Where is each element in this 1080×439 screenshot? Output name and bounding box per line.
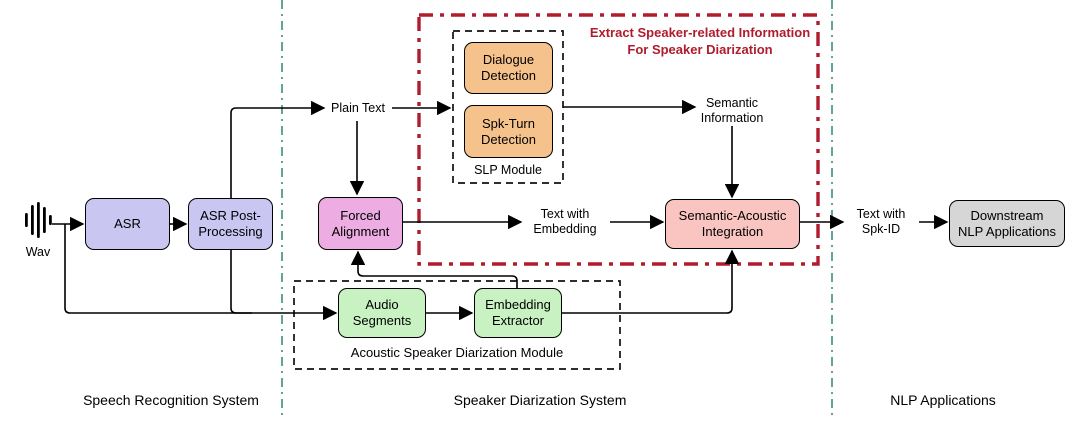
wav-input: Wav (20, 202, 56, 259)
dialogue-detection-box: Dialogue Detection (464, 42, 553, 94)
spk-turn-detection-box: Spk-Turn Detection (464, 105, 553, 158)
section-label-speaker-diarization: Speaker Diarization System (453, 392, 627, 408)
connector-wav-to-audio-segments (64, 224, 338, 321)
semantic-information-label: Semantic Information (700, 96, 764, 125)
plain-text-label: Plain Text (331, 101, 385, 115)
red-annotation-box (417, 13, 820, 266)
asr-post-processing-box: ASR Post- Processing (188, 198, 273, 250)
section-label-nlp-applications: NLP Applications (890, 392, 996, 408)
acoustic-module-box (293, 280, 621, 370)
connector-post-to-plain-text (230, 100, 326, 198)
wav-label: Wav (25, 245, 51, 259)
downstream-nlp-box: Downstream NLP Applications (949, 200, 1065, 247)
connector-embedding-to-integration (562, 249, 740, 314)
asr-box: ASR (85, 198, 170, 250)
connector-post-to-audio-line (230, 250, 252, 314)
audio-segments-box: Audio Segments (338, 288, 426, 338)
red-annotation-title: Extract Speaker-related Information For … (589, 25, 811, 57)
connector-embedding-to-forced-alignment (350, 250, 518, 288)
section-label-speech-recognition: Speech Recognition System (83, 392, 259, 408)
semantic-acoustic-integration-box: Semantic-Acoustic Integration (665, 199, 800, 249)
slp-module-label: SLP Module (474, 163, 542, 177)
waveform-icon (25, 202, 52, 238)
forced-alignment-box: Forced Alignment (318, 197, 403, 250)
text-with-spk-id-label: Text with Spk-ID (856, 207, 906, 236)
acoustic-module-label: Acoustic Speaker Diarization Module (350, 345, 564, 360)
embedding-extractor-box: Embedding Extractor (474, 288, 562, 338)
text-with-embedding-label: Text with Embedding (533, 207, 597, 236)
